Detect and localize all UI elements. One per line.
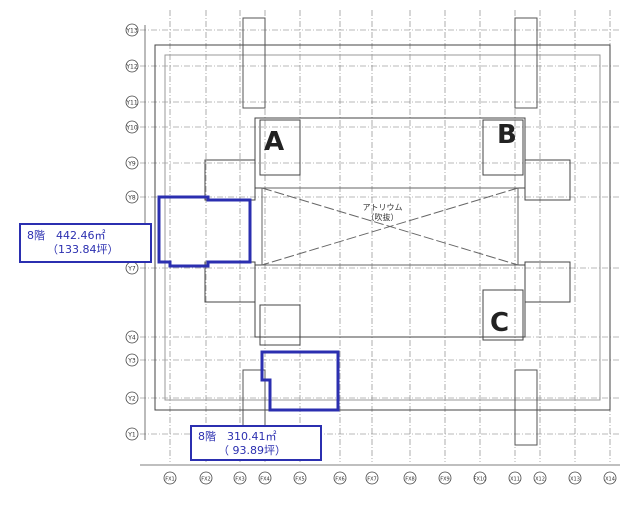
col-axis-bubble xyxy=(199,471,213,485)
row-axis-bubble xyxy=(125,59,139,73)
row-axis-bubble xyxy=(125,330,139,344)
atrium-label-line1: アトリウム xyxy=(362,203,403,212)
col-axis-label: FX5 xyxy=(295,477,304,483)
row-axis-bubble xyxy=(125,427,139,441)
row-axis-label: Y8 xyxy=(127,195,136,202)
row-axis-label: Y9 xyxy=(127,161,136,168)
col-axis-bubble xyxy=(403,471,417,485)
col-axis-bubble xyxy=(533,471,547,485)
col-axis-label: X13 xyxy=(570,477,580,483)
row-axis-bubble xyxy=(125,156,139,170)
col-axis-bubble xyxy=(163,471,177,485)
col-axis-label: FX4 xyxy=(260,477,269,483)
col-axis-label: X12 xyxy=(535,477,545,483)
row-axis-label: Y12 xyxy=(125,64,137,71)
col-axis-label: FX8 xyxy=(405,477,414,483)
floor-area: 8階 442.46㎡ xyxy=(27,229,106,242)
atrium-void xyxy=(261,187,519,266)
row-axis-bubble xyxy=(125,120,139,134)
row-axis-label: Y4 xyxy=(127,335,136,342)
row-axis-bubble xyxy=(125,95,139,109)
core-c xyxy=(482,289,524,341)
row-axis-bubble xyxy=(125,353,139,367)
col-axis-label: FX3 xyxy=(235,477,244,483)
core-label-a: A xyxy=(264,127,285,157)
leased-area-west xyxy=(157,195,252,268)
col-axis-bubble xyxy=(365,471,379,485)
stair-core-ne xyxy=(514,17,538,109)
core-sw xyxy=(259,304,301,346)
atrium-label-line2: （吹抜） xyxy=(366,213,399,222)
tsubo-area: （133.84坪） xyxy=(47,243,119,256)
south-wing xyxy=(254,264,526,338)
atrium-label: アトリウム （吹抜） xyxy=(355,203,410,223)
stair-core-nw xyxy=(242,17,266,109)
core-a xyxy=(259,119,301,176)
area-callout-south: 8階 310.41㎡ （ 93.89坪） xyxy=(190,425,322,461)
col-axis-bubble xyxy=(333,471,347,485)
row-axis-bubble xyxy=(125,391,139,405)
col-axis-bubble xyxy=(473,471,487,485)
col-axis-label: X11 xyxy=(510,477,520,483)
building-outline xyxy=(154,44,611,411)
row-axis-label: Y11 xyxy=(125,100,137,107)
col-axis-label: X14 xyxy=(605,477,615,483)
col-axis-bubble xyxy=(603,471,617,485)
core-east-lower xyxy=(524,261,571,303)
leased-area-south xyxy=(260,350,340,412)
col-axis-bubble xyxy=(438,471,452,485)
row-axis-label: Y7 xyxy=(127,266,136,273)
col-axis-label: FX2 xyxy=(201,477,210,483)
floor-area: 8階 310.41㎡ xyxy=(198,430,277,443)
core-label-c: C xyxy=(490,308,510,338)
stair-core-se xyxy=(514,369,538,446)
row-axis-label: Y3 xyxy=(127,358,136,365)
col-axis-bubble xyxy=(568,471,582,485)
north-wing xyxy=(254,117,526,189)
inner-outline xyxy=(164,54,601,401)
area-callout-west: 8階 442.46㎡ （133.84坪） xyxy=(19,223,152,263)
row-axis-bubble xyxy=(125,23,139,37)
col-axis-bubble xyxy=(293,471,307,485)
col-axis-bubble xyxy=(233,471,247,485)
row-axis-label: Y2 xyxy=(127,396,136,403)
core-east-upper xyxy=(524,159,571,201)
core-west-upper xyxy=(204,159,256,201)
core-label-b: B xyxy=(497,120,517,150)
row-axis-label: Y1 xyxy=(127,432,136,439)
row-axis-bubble xyxy=(125,190,139,204)
tsubo-area: （ 93.89坪） xyxy=(218,444,286,457)
col-axis-bubble xyxy=(508,471,522,485)
core-b xyxy=(482,119,524,176)
col-axis-label: FX10 xyxy=(474,477,487,483)
col-axis-bubble xyxy=(258,471,272,485)
col-axis-label: FX1 xyxy=(165,477,174,483)
row-axis-label: Y13 xyxy=(125,28,137,35)
row-axis-label: Y10 xyxy=(125,125,137,132)
col-axis-label: FX7 xyxy=(367,477,376,483)
col-axis-label: FX9 xyxy=(440,477,449,483)
col-axis-label: FX6 xyxy=(335,477,344,483)
